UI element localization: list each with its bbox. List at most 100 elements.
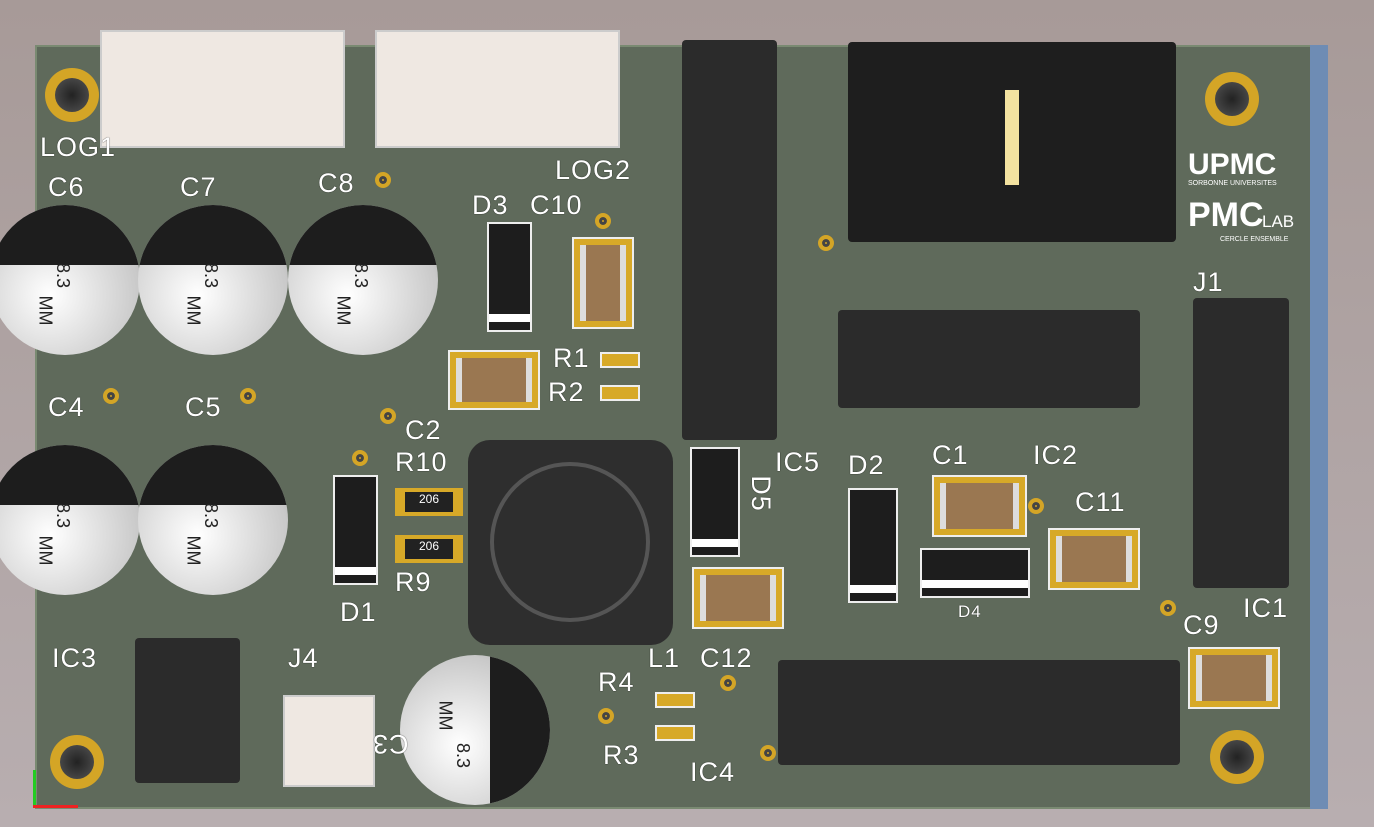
label-r10: R10 [395, 447, 448, 477]
logo-upmc: UPMC [1188, 148, 1277, 181]
label-c4: C4 [48, 392, 85, 422]
label-ic2: IC2 [1033, 440, 1079, 470]
cap-code: MM [333, 295, 354, 326]
c11-capacitor [1048, 528, 1140, 590]
via [352, 450, 368, 466]
mounting-hole [45, 68, 99, 122]
ic2-chip [838, 310, 1140, 408]
ic3-chip [135, 638, 240, 783]
label-c9: C9 [1183, 610, 1220, 640]
logo-cercle: CERCLE ENSEMBLE [1220, 236, 1289, 243]
label-r9: R9 [395, 567, 432, 597]
cap-value: 8.3 [201, 262, 222, 289]
r2-resistor [600, 385, 640, 401]
board-edge [1310, 45, 1328, 809]
connector-key [1005, 90, 1019, 185]
label-ic4: IC4 [690, 757, 736, 787]
label-l1: L1 [648, 643, 681, 673]
via [818, 235, 834, 251]
x-axis-icon [33, 805, 78, 808]
label-c7: C7 [180, 172, 217, 202]
via [375, 172, 391, 188]
r9-resistor: 206 [395, 535, 463, 563]
c3-capacitor: 8.3 MM [400, 655, 550, 805]
cap-value: 8.3 [201, 502, 222, 529]
label-j4: J4 [288, 643, 319, 673]
logo-pmc: PMC [1188, 196, 1264, 234]
y-axis-icon [33, 770, 36, 808]
cap-value: 8.3 [53, 502, 74, 529]
cap-code: MM [35, 535, 56, 566]
label-c8: C8 [318, 168, 355, 198]
label-j1: J1 [1193, 267, 1224, 297]
d4-diode [920, 548, 1030, 598]
label-c11: C11 [1075, 487, 1126, 517]
label-d2: D2 [848, 450, 885, 480]
label-ic1: IC1 [1243, 593, 1289, 623]
cap-value: 8.3 [453, 742, 474, 769]
log2-connector[interactable] [375, 30, 620, 148]
label-c2: C2 [405, 415, 442, 445]
cap-value: 8.3 [351, 262, 372, 289]
logo-lab: LAB [1262, 212, 1295, 231]
label-ic5: IC5 [775, 447, 821, 477]
label-c1: C1 [932, 440, 969, 470]
d2-diode [848, 488, 898, 603]
via [103, 388, 119, 404]
ic1-chip [1193, 298, 1289, 588]
label-d4: D4 [958, 602, 982, 621]
log1-connector[interactable] [100, 30, 345, 148]
via [1028, 498, 1044, 514]
d1-diode [333, 475, 378, 585]
label-c3: C3 [372, 729, 409, 759]
label-c10: C10 [530, 190, 583, 220]
d3-diode [487, 222, 532, 332]
cap-code: MM [183, 535, 204, 566]
mounting-hole [1205, 72, 1259, 126]
d5-diode [690, 447, 740, 557]
inductor-ring [490, 462, 650, 622]
label-log1: LOG1 [40, 132, 117, 162]
r10-resistor: 206 [395, 488, 463, 516]
via [380, 408, 396, 424]
label-d5: D5 [745, 475, 776, 512]
j4-connector[interactable] [283, 695, 375, 787]
via [760, 745, 776, 761]
resistor-marking: 206 [405, 492, 453, 512]
label-ic3: IC3 [52, 643, 98, 673]
label-r2: R2 [548, 377, 585, 407]
label-c12: C12 [700, 643, 753, 673]
label-log2: LOG2 [555, 155, 632, 185]
cap-code: MM [183, 295, 204, 326]
c1-capacitor [932, 475, 1027, 537]
label-r4: R4 [598, 667, 635, 697]
via [1160, 600, 1176, 616]
cap-code: MM [435, 700, 456, 731]
c10-capacitor [572, 237, 634, 329]
mounting-hole [50, 735, 104, 789]
cap-code: MM [35, 295, 56, 326]
ic5-socket [682, 40, 777, 440]
via [720, 675, 736, 691]
r1-resistor [600, 352, 640, 368]
ic4-chip [778, 660, 1180, 765]
label-r3: R3 [603, 740, 640, 770]
r3-resistor [655, 725, 695, 741]
via [240, 388, 256, 404]
via [598, 708, 614, 724]
mounting-hole [1210, 730, 1264, 784]
c12-capacitor [692, 567, 784, 629]
label-d3: D3 [472, 190, 509, 220]
label-c6: C6 [48, 172, 85, 202]
label-c5: C5 [185, 392, 222, 422]
c9-capacitor [1188, 647, 1280, 709]
via [595, 213, 611, 229]
label-d1: D1 [340, 597, 377, 627]
label-r1: R1 [553, 343, 590, 373]
resistor-marking: 206 [405, 539, 453, 559]
